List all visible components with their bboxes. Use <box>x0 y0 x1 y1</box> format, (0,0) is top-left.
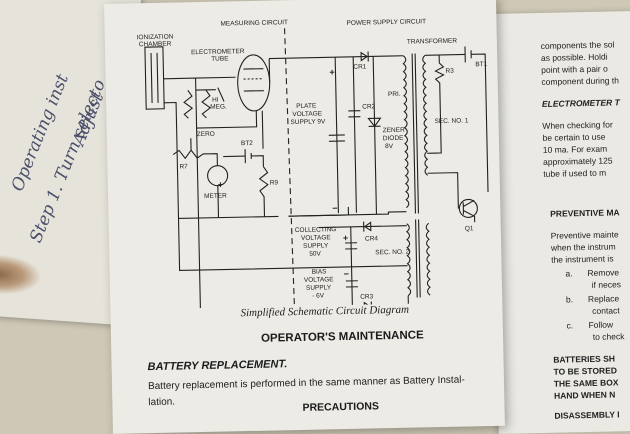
right-page: components the sol as possible. Holdi po… <box>490 11 630 434</box>
label-bias-3: SUPPLY <box>306 284 332 292</box>
label-plate-2: VOLTAGE <box>292 110 323 118</box>
rp-line: when the instrum <box>551 241 616 253</box>
rp-list-cont: to check <box>593 331 625 343</box>
q1-transistor-icon <box>459 199 477 217</box>
label-cr3: CR3 <box>360 293 374 300</box>
battery-text-line-2: lation. <box>148 395 175 412</box>
label-bt2: BT2 <box>241 140 253 147</box>
dashed-separator <box>285 28 295 304</box>
rp-list-marker: b. <box>566 294 573 305</box>
label-bt1: BT1 <box>475 61 487 68</box>
svg-text:−: − <box>344 269 349 279</box>
rp-list-text: Remove <box>587 267 619 279</box>
rp-line: Preventive mainte <box>551 229 619 241</box>
label-bias-2: VOLTAGE <box>304 276 335 284</box>
rp-list-cont: contact <box>592 305 620 317</box>
label-bias-4: - 6V <box>312 292 325 299</box>
rp-batteries: THE SAME BOX <box>554 377 619 389</box>
rp-batteries: HAND WHEN N <box>554 389 616 401</box>
photo-scene: Operating inst Step 1. Turn selecto Adju… <box>0 0 630 420</box>
rp-line: the instrument is <box>551 253 614 265</box>
rp-preventive-heading: PREVENTIVE MA <box>550 207 620 219</box>
svg-text:+: + <box>329 67 334 77</box>
electrometer-tube-icon <box>237 55 270 112</box>
rp-list-marker: a. <box>565 268 572 279</box>
label-zero: ZERO <box>197 131 215 138</box>
operators-maintenance-heading: OPERATOR'S MAINTENANCE <box>261 329 424 344</box>
rp-line: components the sol <box>541 39 615 52</box>
rp-line: When checking for <box>542 119 613 131</box>
battery-text-line-1: Battery replacement is performed in the … <box>148 373 465 396</box>
label-meg: MEG. <box>210 103 227 110</box>
r7-potentiometer-icon <box>173 150 209 159</box>
ionization-chamber-icon <box>145 47 164 109</box>
svg-text:−: − <box>332 203 337 213</box>
rp-line: be certain to use <box>543 132 606 144</box>
rp-line: 10 ma. For exam <box>543 144 607 156</box>
rp-list-marker: c. <box>566 320 573 331</box>
label-r7: R7 <box>179 163 188 170</box>
sec2-winding-icon <box>426 223 430 295</box>
resistor-icon <box>184 90 193 118</box>
label-cr4: CR4 <box>365 235 379 242</box>
r9-resistor-icon <box>259 167 268 217</box>
label-zener-2: DIODE <box>383 135 404 142</box>
label-cr2: CR2 <box>362 103 376 110</box>
label-zener-1: ZENER <box>383 127 405 134</box>
svg-text:+: + <box>218 180 223 190</box>
label-meter: METER <box>204 192 227 199</box>
label-transformer: TRANSFORMER <box>407 38 458 46</box>
rp-line: as possible. Holdi <box>541 52 608 64</box>
manual-page: MEASURING CIRCUIT POWER SUPPLY CIRCUIT I… <box>104 0 505 434</box>
rp-electrometer-heading: ELECTROMETER T <box>542 97 620 110</box>
transformer-secondary-icon <box>423 55 428 175</box>
label-plate-1: PLATE <box>296 103 317 110</box>
rp-list-text: Replace <box>588 293 619 305</box>
label-sec2: SEC. NO. 2 <box>375 249 409 257</box>
label-pri: PRI. <box>388 91 401 98</box>
rp-list-cont: if neces <box>592 279 622 291</box>
rp-line: approximately 125 <box>543 155 613 167</box>
label-power-supply: POWER SUPPLY CIRCUIT <box>346 18 426 27</box>
rp-line: point with a pair o <box>541 64 608 76</box>
label-collecting-2: VOLTAGE <box>301 234 332 242</box>
precautions-heading: PRECAUTIONS <box>302 400 379 414</box>
label-chamber: CHAMBER <box>139 41 172 49</box>
label-measuring-circuit: MEASURING CIRCUIT <box>220 19 288 27</box>
label-zener-3: 8V <box>385 143 394 150</box>
label-r9: R9 <box>270 179 279 186</box>
label-sec1: SEC. NO. 1 <box>434 117 468 125</box>
diagram-caption: Simplified Schematic Circuit Diagram <box>240 304 409 320</box>
hi-meg-resistor-icon <box>202 90 211 118</box>
label-collecting-1: COLLECTING <box>295 226 337 234</box>
rp-batteries: BATTERIES SH <box>553 353 615 365</box>
label-cr1: CR1 <box>353 64 367 71</box>
stain <box>0 253 43 298</box>
rp-list-text: Follow <box>588 319 613 331</box>
label-bias-1: BIAS <box>312 268 328 275</box>
rp-batteries: TO BE STORED <box>553 365 617 377</box>
label-r3: R3 <box>445 68 454 75</box>
schematic-diagram: MEASURING CIRCUIT POWER SUPPLY CIRCUIT I… <box>134 12 510 310</box>
r3-resistor-icon <box>435 55 444 93</box>
label-collecting-3: SUPPLY <box>303 242 329 250</box>
svg-text:+: + <box>343 233 348 243</box>
label-q1: Q1 <box>465 225 474 232</box>
rp-line: component during th <box>541 75 619 88</box>
label-plate-3: SUPPLY 9V <box>290 118 326 126</box>
battery-replacement-heading: BATTERY REPLACEMENT. <box>147 358 287 373</box>
label-collecting-4: 50V <box>309 251 321 258</box>
label-electrometer-tube: TUBE <box>211 55 229 62</box>
rp-line: tube if used to m <box>543 168 606 180</box>
